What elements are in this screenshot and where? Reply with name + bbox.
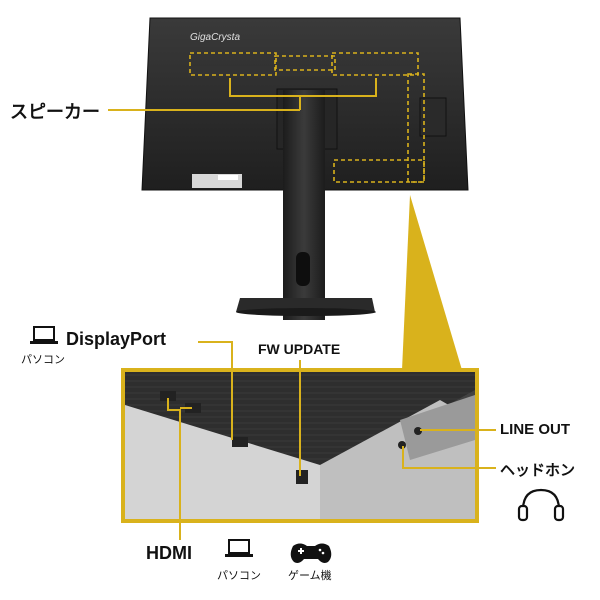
fw-update-label: FW UPDATE	[258, 341, 341, 357]
displayport-sub-label: パソコン	[21, 354, 65, 366]
speaker-label: スピーカー	[10, 102, 100, 122]
hdmi-game-label: ゲーム機	[288, 570, 332, 582]
monitor-stand	[236, 90, 376, 320]
brand-logo: GigaCrysta	[190, 32, 240, 43]
hdmi-label: HDMI	[146, 543, 192, 563]
displayport-label: DisplayPort	[66, 329, 167, 349]
speaker-callout	[108, 78, 377, 111]
ports-highlight	[333, 73, 425, 183]
port-callouts	[167, 341, 496, 540]
headphone-label: ヘッドホン	[500, 462, 576, 479]
headphone-icon	[517, 488, 565, 522]
zoom-wedge	[402, 195, 462, 370]
gamepad-icon	[290, 543, 332, 563]
hdmi-pc-label: パソコン	[217, 570, 261, 582]
laptop-icon	[225, 539, 253, 557]
line-out-label: LINE OUT	[500, 421, 570, 438]
laptop-icon	[30, 326, 58, 344]
speaker-highlight	[189, 52, 419, 76]
